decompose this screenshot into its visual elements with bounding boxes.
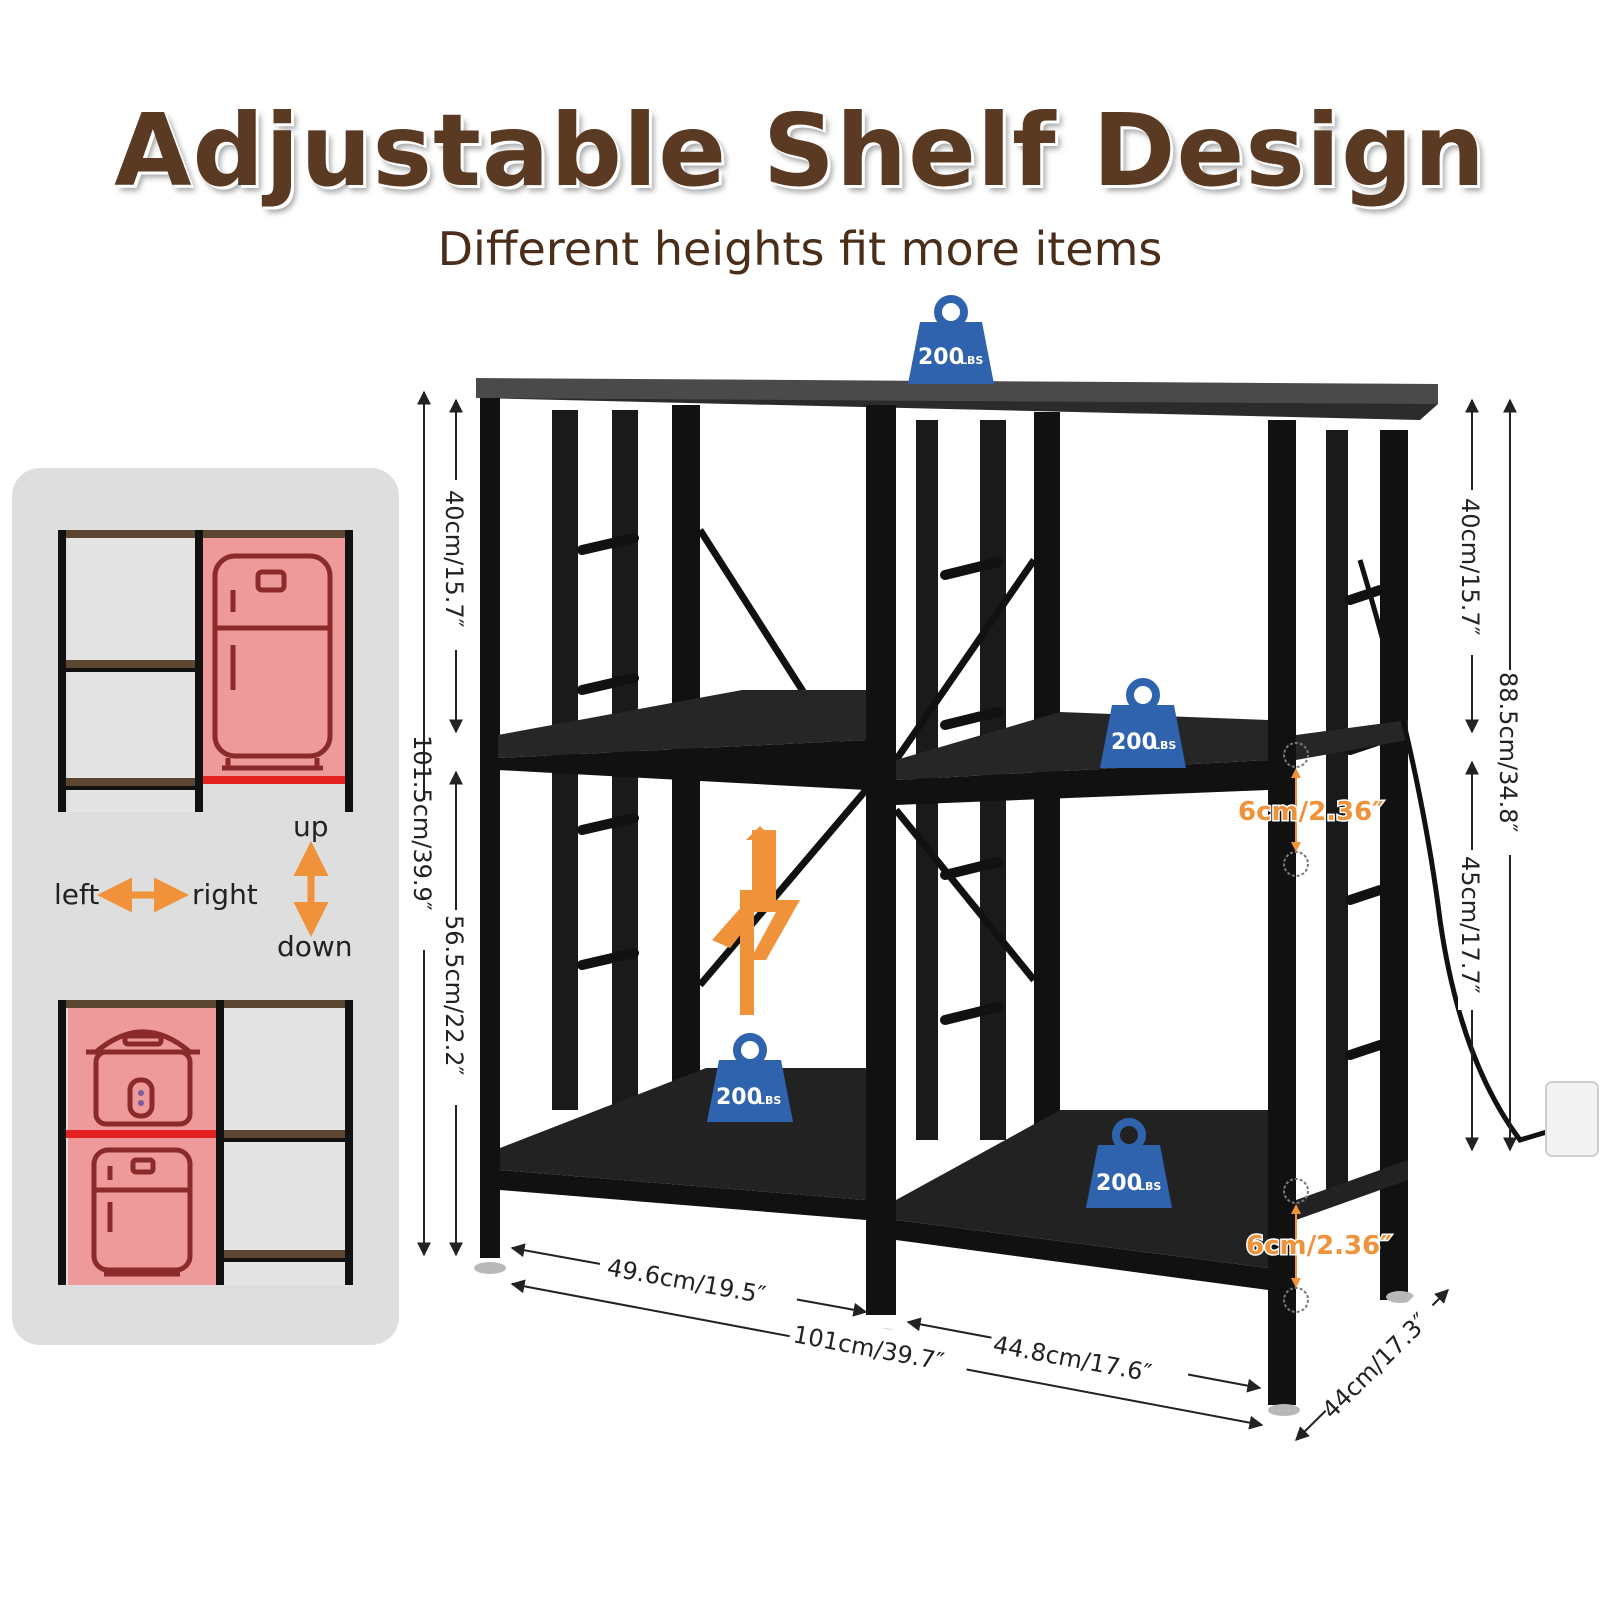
storage-rack xyxy=(474,378,1599,1416)
rice-cooker-icon xyxy=(86,1029,200,1127)
highlight-area xyxy=(68,1005,216,1285)
svg-text:200: 200 xyxy=(1111,730,1157,755)
weight-badge-top: 200 LBS xyxy=(908,295,994,384)
weight-badge-bottom-left: 200 LBS xyxy=(707,1033,793,1122)
direction-up-label: up xyxy=(293,810,329,843)
power-outlet-icon xyxy=(1545,1081,1599,1157)
adjust-step-upper-label: 6cm/2.36″ xyxy=(1238,797,1384,827)
weight-icon xyxy=(707,1060,793,1122)
left-top-height-label: 40cm/15.7″ xyxy=(440,490,468,628)
svg-text:LBS: LBS xyxy=(758,1094,781,1107)
direction-right-label: right xyxy=(192,878,258,911)
right-bottom-height-label: 45cm/17.7″ xyxy=(1456,856,1484,994)
shelf-illustration-top xyxy=(58,530,353,812)
power-cable xyxy=(1357,559,1561,1143)
weight-icon xyxy=(1086,1145,1172,1208)
weight-badge-bottom-right: 200 LBS xyxy=(1086,1118,1172,1208)
left-total-height-label: 101.5cm/39.9″ xyxy=(408,735,436,911)
depth-label: 44cm/17.3″ xyxy=(1317,1308,1435,1425)
direction-left-label: left xyxy=(54,878,99,911)
right-total-height-label: 88.5cm/34.8″ xyxy=(1494,672,1522,833)
adjust-step-lower-label: 6cm/2.36″ xyxy=(1246,1231,1392,1261)
svg-text:200: 200 xyxy=(1096,1171,1142,1196)
refrigerator-icon xyxy=(91,1147,193,1277)
weight-icon xyxy=(1100,705,1186,768)
shelf-illustration-bottom xyxy=(58,1000,353,1285)
left-bottom-height-label: 56.5cm/22.2″ xyxy=(440,915,468,1076)
page-subtitle: Different heights fit more items xyxy=(437,222,1163,276)
svg-text:200: 200 xyxy=(918,345,964,370)
direction-indicator: left right up down xyxy=(54,810,353,963)
right-top-height-label: 40cm/15.7″ xyxy=(1456,498,1484,636)
adjusted-shelf-line xyxy=(203,776,345,784)
svg-text:LBS: LBS xyxy=(960,354,983,367)
weight-icon xyxy=(908,322,994,384)
svg-text:200: 200 xyxy=(716,1085,762,1110)
svg-text:LBS: LBS xyxy=(1138,1180,1161,1193)
svg-text:LBS: LBS xyxy=(1153,739,1176,752)
weight-badge-middle: 200 LBS xyxy=(1100,678,1186,768)
refrigerator-icon xyxy=(212,553,333,771)
direction-down-label: down xyxy=(277,930,353,963)
adjusted-shelf-line xyxy=(66,1130,216,1138)
page-title: Adjustable Shelf Design xyxy=(114,92,1486,209)
adjust-arrow-icon xyxy=(712,826,800,1015)
